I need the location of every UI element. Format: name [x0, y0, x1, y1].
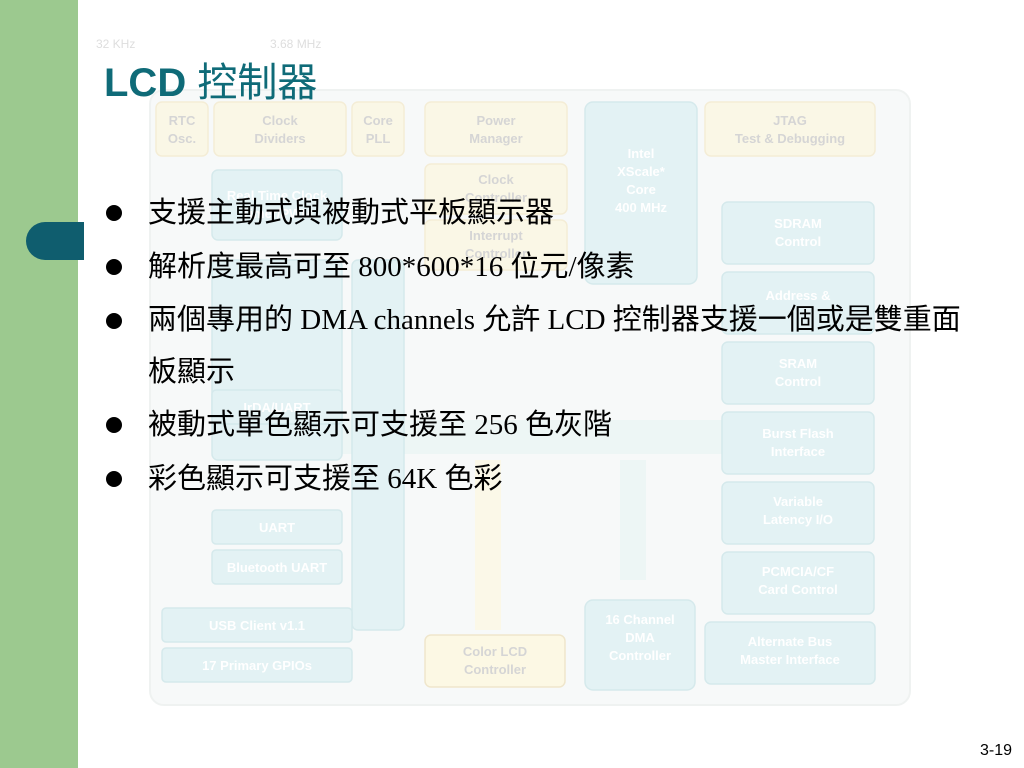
bullet-text: 兩個專用的 DMA channels 允許 LCD 控制器支援一個或是雙重面板顯…: [148, 304, 961, 388]
diagram-label: Manager: [469, 131, 522, 146]
bullet-text: 解析度最高可至 800*600*16 位元/像素: [148, 251, 635, 283]
diagram-label: Controller: [465, 246, 527, 261]
diagram-label: UART: [259, 520, 295, 535]
diagram-label: Interrupt: [469, 228, 523, 243]
diagram-label: Test & Debugging: [735, 131, 845, 146]
bullet-item: 支援主動式與被動式平板顯示器: [104, 186, 964, 240]
bullet-list: 支援主動式與被動式平板顯示器 解析度最高可至 800*600*16 位元/像素 …: [104, 186, 964, 506]
diagram-label: Master Interface: [740, 652, 840, 667]
bullet-dot-icon: [106, 417, 122, 433]
diagram-label: 32 KHz: [96, 37, 135, 51]
diagram-label: Interface: [771, 444, 825, 459]
bullet-dot-icon: [106, 259, 122, 275]
diagram-label: Controller: [609, 648, 671, 663]
diagram-label: 16 Channel: [605, 612, 674, 627]
left-accent-bar: [0, 0, 78, 768]
bullet-item: 解析度最高可至 800*600*16 位元/像素: [104, 240, 964, 294]
diagram-label: Clock: [478, 172, 514, 187]
diagram-label: Latency I/O: [763, 512, 833, 527]
bullet-dot-icon: [106, 205, 122, 221]
title-latin: LCD: [104, 61, 198, 105]
diagram-label: Address &: [765, 288, 830, 303]
title-cjk: 控制器: [197, 60, 318, 106]
diagram-label: PCMCIA/CF: [762, 564, 834, 579]
diagram-label: SRAM: [779, 356, 817, 371]
diagram-label: Bluetooth UART: [227, 560, 327, 575]
background-block-diagram: 32 KHz 3.68 MHz RTC Osc. Clock Dividers …: [96, 37, 911, 706]
bullet-item: 兩個專用的 DMA channels 允許 LCD 控制器支援一個或是雙重面板顯…: [104, 294, 964, 398]
diagram-label: IrDA/UART: [243, 400, 310, 415]
bullet-text: 被動式單色顯示可支援至 256 色灰階: [148, 409, 613, 441]
diagram-label: Card Control: [758, 582, 837, 597]
diagram-label: Intel: [628, 146, 655, 161]
page-number: 3-19: [979, 742, 1012, 759]
diagram-label: USB Client v1.1: [209, 618, 305, 633]
diagram-label: Real Time Clock: [227, 188, 328, 203]
bullet-text: 彩色顯示可支援至 64K 色彩: [148, 463, 503, 495]
bullet-item: 彩色顯示可支援至 64K 色彩: [104, 452, 964, 506]
diagram-label: Power: [476, 113, 515, 128]
bullet-dot-icon: [106, 313, 122, 329]
diagram-label: 17 Primary GPIOs: [202, 658, 312, 673]
diagram-label: Dividers: [254, 131, 305, 146]
diagram-label: 3.68 MHz: [270, 37, 321, 51]
diagram-label: Clock: [262, 113, 298, 128]
diagram-label: PLL: [366, 131, 391, 146]
diagram-label: Control: [775, 234, 821, 249]
left-accent-tab: [26, 222, 84, 260]
diagram-label: RTC: [169, 113, 196, 128]
bullet-item: 被動式單色顯示可支援至 256 色灰階: [104, 398, 964, 452]
diagram-label: 400 MHz: [615, 200, 668, 215]
diagram-label: Controller: [464, 662, 526, 677]
diagram-label: XScale*: [617, 164, 666, 179]
diagram-label: Controller: [465, 190, 527, 205]
diagram-label: Osc.: [168, 131, 196, 146]
bullet-text: 支援主動式與被動式平板顯示器: [148, 197, 555, 229]
diagram-label: Control: [775, 374, 821, 389]
diagram-label: Variable: [773, 494, 823, 509]
diagram-label: JTAG: [773, 113, 807, 128]
diagram-label: Core: [363, 113, 393, 128]
bullet-dot-icon: [106, 471, 122, 487]
slide-title: LCD 控制器: [104, 50, 317, 108]
diagram-label: SDRAM: [774, 216, 822, 231]
diagram-label: Burst Flash: [762, 426, 834, 441]
diagram-label: DMA: [625, 630, 655, 645]
diagram-label: Timer/PWM: [242, 206, 313, 221]
diagram-label: Core: [626, 182, 656, 197]
diagram-label: Alternate Bus: [748, 634, 833, 649]
diagram-label: Color LCD: [463, 644, 527, 659]
